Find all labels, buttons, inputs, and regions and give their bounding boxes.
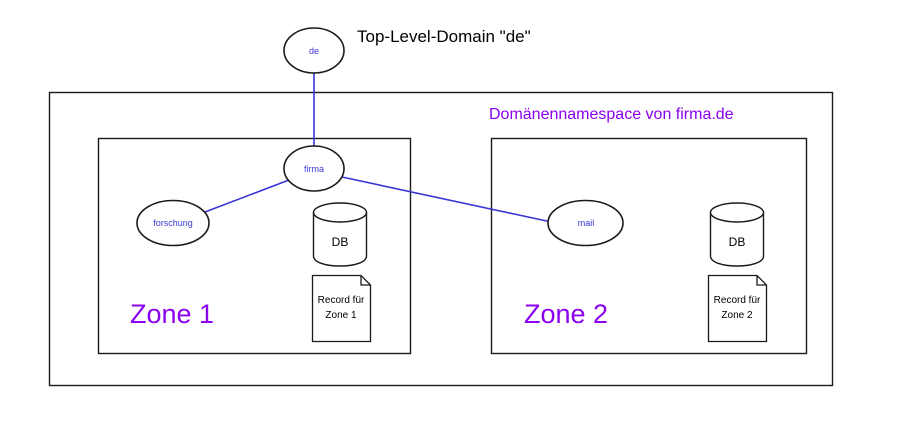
zone-1-record-note-text: Record für Zone 1 — [318, 293, 365, 323]
edge-firma-mail — [341, 176, 557, 224]
zone-2-database-label: DB — [728, 235, 746, 249]
zone-2-record-note-text: Record für Zone 2 — [714, 293, 761, 323]
zone-2-box — [490, 137, 808, 355]
zone-2-record-line-2: Zone 2 — [721, 310, 753, 321]
node-mail-ellipse[interactable] — [547, 199, 624, 247]
zone-1-record-line-1: Record für — [317, 295, 365, 306]
zone-1-box — [97, 137, 412, 355]
domain-namespace-box — [48, 91, 834, 387]
domain-namespace-label: Domänennamespace von firma.de — [489, 106, 734, 123]
node-de-label: de — [308, 46, 320, 56]
zone-1-database-label: DB — [331, 235, 349, 249]
node-de-ellipse[interactable] — [283, 27, 345, 74]
node-firma-ellipse[interactable] — [283, 145, 345, 192]
node-mail-label: mail — [577, 218, 595, 228]
top-level-domain-label: Top-Level-Domain "de" — [357, 27, 531, 46]
zone-2-record-note-icon — [707, 274, 768, 343]
zone-2-record-line-1: Record für — [713, 295, 761, 306]
zone-1-title: Zone 1 — [130, 299, 215, 329]
node-firma-label: firma — [304, 164, 324, 174]
node-forschung-label: forschung — [153, 218, 193, 228]
zone-1-record-note-icon — [311, 274, 372, 343]
zone-1-database-icon — [312, 202, 368, 267]
edge-firma-forschung — [204, 179, 290, 213]
node-forschung-ellipse[interactable] — [136, 199, 210, 247]
zone-2-title: Zone 2 — [524, 299, 609, 329]
zone-1-record-line-2: Zone 1 — [325, 310, 357, 321]
zone-2-database-icon — [709, 202, 765, 267]
